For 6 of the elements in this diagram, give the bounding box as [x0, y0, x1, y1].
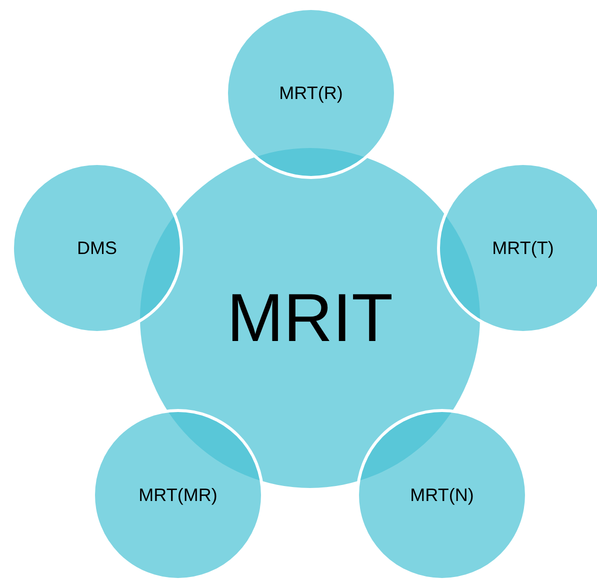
circle-label: MRT(MR): [138, 484, 218, 507]
circle-label: MRT(R): [279, 82, 343, 105]
circle-label: MRT(N): [410, 484, 474, 507]
circle-label: DMS: [77, 236, 117, 260]
circle-label: MRIT: [226, 284, 394, 352]
circle-label: MRT(T): [492, 236, 554, 260]
